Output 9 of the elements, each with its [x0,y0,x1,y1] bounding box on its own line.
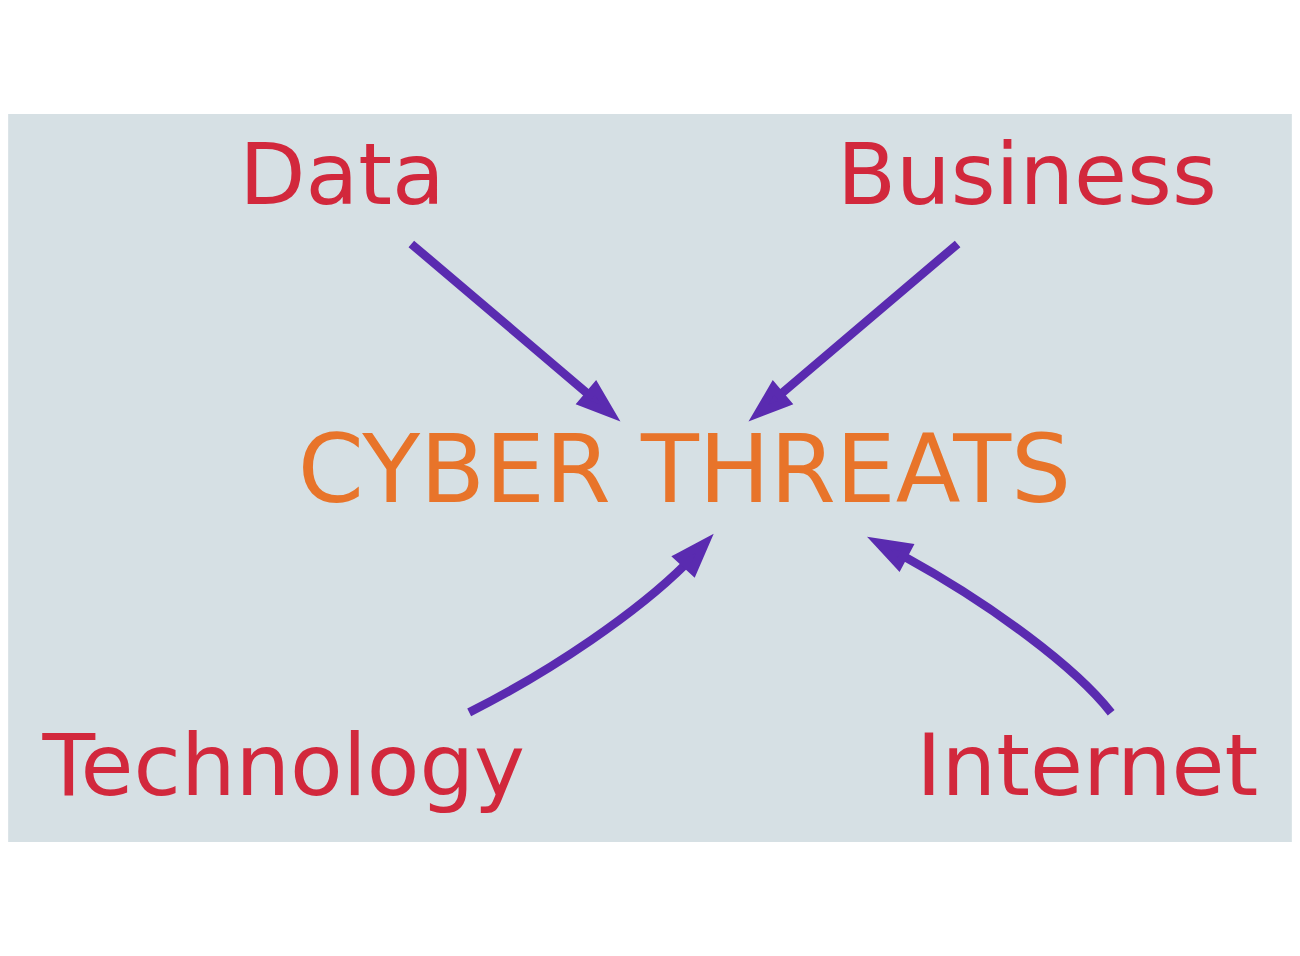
arrow [748,240,961,422]
node-text: Business [836,124,1217,225]
arrow [867,536,1115,716]
arrow [408,240,621,422]
node-text: Technology [42,714,526,815]
node-text: Internet [916,714,1259,815]
node-text: CYBER THREATS [297,414,1072,525]
arrow [467,533,714,717]
node-text: Data [239,124,445,225]
